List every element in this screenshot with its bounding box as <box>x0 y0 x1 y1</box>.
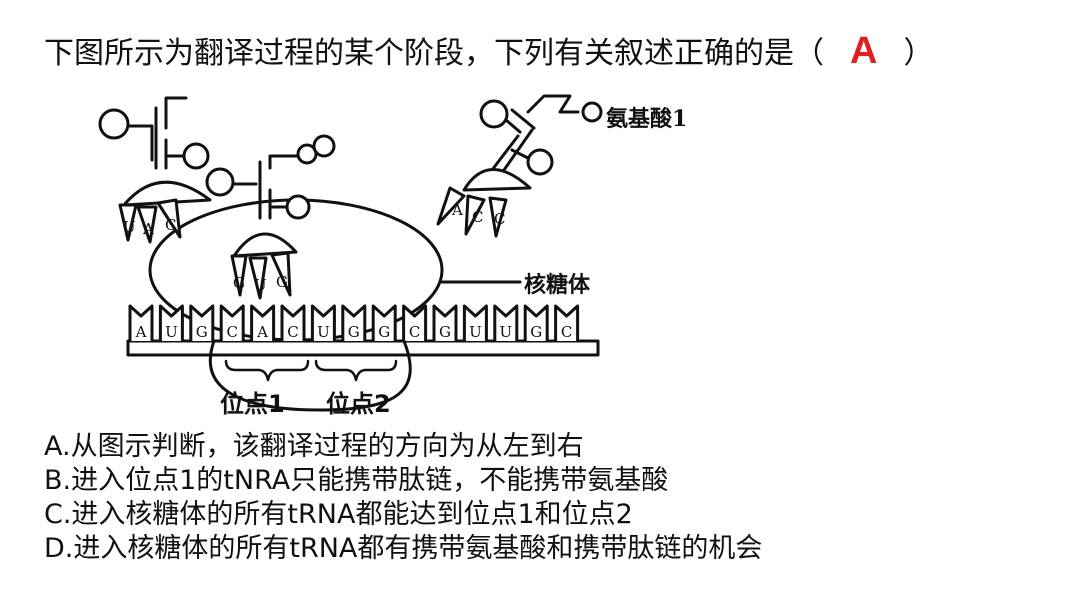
mrna-base-tooth <box>554 304 580 343</box>
answer-options: A.从图示判断，该翻译过程的方向为从左到右 B.进入位点1的tNRA只能携带肽链… <box>44 430 762 566</box>
trna-left-anticodon: U A C <box>123 216 176 238</box>
mrna-base-letter: U <box>317 323 330 341</box>
answer-mark: A <box>850 30 878 72</box>
anticodon-base: C <box>165 216 176 234</box>
anticodon-base: U <box>123 218 136 236</box>
anticodon-base: C <box>494 210 505 228</box>
mrna-base-letter: U <box>469 323 482 341</box>
mrna-base-tooth <box>432 304 458 343</box>
ribosome-label: 核糖体 <box>524 272 591 298</box>
trna-left <box>98 96 212 244</box>
site2-brace <box>314 359 398 382</box>
mrna-base-tooth <box>250 304 276 343</box>
mrna-base-letter: G <box>378 323 390 341</box>
trna-right-anticodon: A C C <box>451 201 505 228</box>
mrna-base-letter: G <box>196 323 208 341</box>
mrna-base-letter: G <box>530 323 542 341</box>
option-a: A.从图示判断，该翻译过程的方向为从左到右 <box>44 431 584 462</box>
question-close-paren: ） <box>903 36 934 71</box>
mrna-base-letter: C <box>561 323 572 341</box>
site-loop <box>208 339 412 412</box>
option-c: C.进入核糖体的所有tRNA都能达到位点1和位点2 <box>44 499 633 530</box>
anticodon-base: U <box>254 276 267 294</box>
mrna-base-tooth <box>219 304 245 343</box>
question-text: 下图所示为翻译过程的某个阶段，下列有关叙述正确的是（ <box>44 36 824 71</box>
option-b: B.进入位点1的tNRA只能携带肽链，不能携带氨基酸 <box>44 465 669 496</box>
site2-label: 位点2 <box>326 390 391 418</box>
anticodon-base: C <box>472 208 483 226</box>
anticodon-base: G <box>276 273 288 291</box>
mrna-base-tooth <box>493 304 519 343</box>
option-d: D.进入核糖体的所有tRNA都有携带氨基酸和携带肽链的机会 <box>44 533 763 564</box>
site1-label: 位点1 <box>220 390 285 418</box>
mrna-base-letter: U <box>165 323 178 341</box>
mrna-base-tooth <box>402 304 428 343</box>
mrna-base-letter: C <box>226 323 237 341</box>
mrna-base-letter: C <box>409 323 420 341</box>
mrna-base-tooth <box>523 304 549 343</box>
anticodon-base: A <box>142 220 154 238</box>
mrna-base-letter: A <box>256 323 268 341</box>
trna-middle-anticodon: G U G <box>233 273 288 294</box>
question-stem: 下图所示为翻译过程的某个阶段，下列有关叙述正确的是（ A ） <box>44 26 933 79</box>
mrna-base-letter: G <box>439 323 451 341</box>
mrna-base-letter: G <box>348 323 360 341</box>
mrna-base-tooth <box>371 304 397 343</box>
mrna-base-tooth <box>341 304 367 343</box>
anticodon-base: A <box>451 201 463 219</box>
trna-middle <box>205 134 336 300</box>
mrna-base-tooth <box>128 304 154 343</box>
mrna-base-tooth <box>189 304 215 343</box>
mrna-base-tooth <box>462 304 488 343</box>
mrna-base-tooth <box>310 304 336 343</box>
mrna-base-letter: U <box>499 323 512 341</box>
mrna-base-letter: C <box>287 323 298 341</box>
site1-brace <box>224 359 310 382</box>
amino-acid-label: 氨基酸1 <box>606 106 687 132</box>
mrna-base-tooth <box>158 304 184 343</box>
mrna-base-letter: A <box>135 323 147 341</box>
trna-right <box>436 94 603 238</box>
mrna-strand <box>126 339 600 357</box>
anticodon-base: G <box>233 274 245 292</box>
mrna-base-tooth <box>280 304 306 343</box>
